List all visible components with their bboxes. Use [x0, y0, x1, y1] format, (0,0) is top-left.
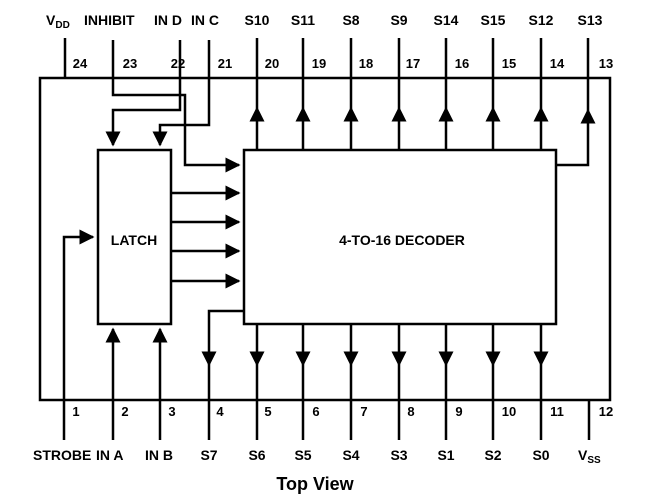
s7-wire	[201, 309, 244, 367]
bottom-pin-numbers: 1 2 3 4 5 6 7 8 9 10 11 12	[72, 404, 613, 419]
latch-label: LATCH	[111, 232, 157, 248]
pin-label-s4: S4	[342, 447, 359, 463]
pin-number: 4	[216, 404, 224, 419]
pin-number: 19	[312, 56, 326, 71]
pin-label-vss: VSS	[578, 447, 601, 466]
pin-label-s6: S6	[248, 447, 265, 463]
pin-number: 12	[599, 404, 613, 419]
pin-label-s14: S14	[434, 12, 459, 28]
pin-number: 23	[123, 56, 137, 71]
in-d-wire	[105, 40, 182, 147]
pin-number: 9	[455, 404, 462, 419]
pin-number: 10	[502, 404, 516, 419]
top-pin-numbers: 24 23 22 21 20 19 18 17 16 15 14 13	[73, 56, 613, 71]
pin-number: 13	[599, 56, 613, 71]
pin-label-s11: S11	[291, 12, 315, 28]
pin-label-s8: S8	[342, 12, 359, 28]
pin-number: 20	[265, 56, 279, 71]
pin-number: 8	[407, 404, 414, 419]
inhibit-wire	[111, 40, 241, 173]
pin-label-in-a: IN A	[96, 447, 123, 463]
pin-label-s3: S3	[390, 447, 407, 463]
pin-label-strobe: STROBE	[33, 447, 91, 463]
decoder-label: 4-TO-16 DECODER	[339, 232, 465, 248]
pin-number: 11	[550, 404, 564, 419]
pin-number: 3	[168, 404, 175, 419]
pin-number: 16	[455, 56, 469, 71]
pin-label-in-c: IN C	[191, 12, 219, 28]
pin-label-s5: S5	[294, 447, 311, 463]
pin-label-s12: S12	[529, 12, 554, 28]
pin-label-inhibit: INHIBIT	[84, 12, 135, 28]
pin-label-s2: S2	[484, 447, 501, 463]
bottom-output-wires	[249, 324, 549, 440]
pin-number: 7	[360, 404, 367, 419]
pin-number: 22	[171, 56, 185, 71]
pin-label-s15: S15	[481, 12, 506, 28]
pin-number: 14	[550, 56, 565, 71]
latch-to-decoder-wires	[171, 185, 241, 289]
pin-number: 1	[72, 404, 79, 419]
pin-number: 5	[264, 404, 271, 419]
pin-label-s13: S13	[578, 12, 603, 28]
bottom-pin-labels: STROBE IN A IN B S7 S6 S5 S4 S3 S1 S2 S0…	[33, 447, 601, 466]
top-pin-labels: VDD INHIBIT IN D IN C S10 S11 S8 S9 S14 …	[46, 12, 603, 31]
pin-label-s9: S9	[390, 12, 407, 28]
diagram-caption: Top View	[276, 474, 354, 494]
pin-number: 18	[359, 56, 373, 71]
in-c-wire	[152, 40, 211, 147]
pin-label-in-d: IN D	[154, 12, 182, 28]
strobe-wire	[62, 229, 95, 440]
pin-label-s1: S1	[437, 447, 454, 463]
pin-number: 21	[218, 56, 232, 71]
pin-label-s10: S10	[245, 12, 270, 28]
top-output-wires	[249, 38, 549, 150]
pin-number: 15	[502, 56, 516, 71]
pin-label-s7: S7	[200, 447, 217, 463]
ic-package-outline	[38, 76, 612, 402]
pin-number: 17	[406, 56, 420, 71]
pin-number: 24	[73, 56, 88, 71]
pin-label-in-b: IN B	[145, 447, 173, 463]
latch-block	[96, 148, 173, 326]
pin-label-s0: S0	[532, 447, 549, 463]
pin-number: 2	[121, 404, 128, 419]
s13-wire	[556, 108, 596, 167]
pin-label-vdd: VDD	[46, 12, 70, 31]
pin-number: 6	[312, 404, 319, 419]
